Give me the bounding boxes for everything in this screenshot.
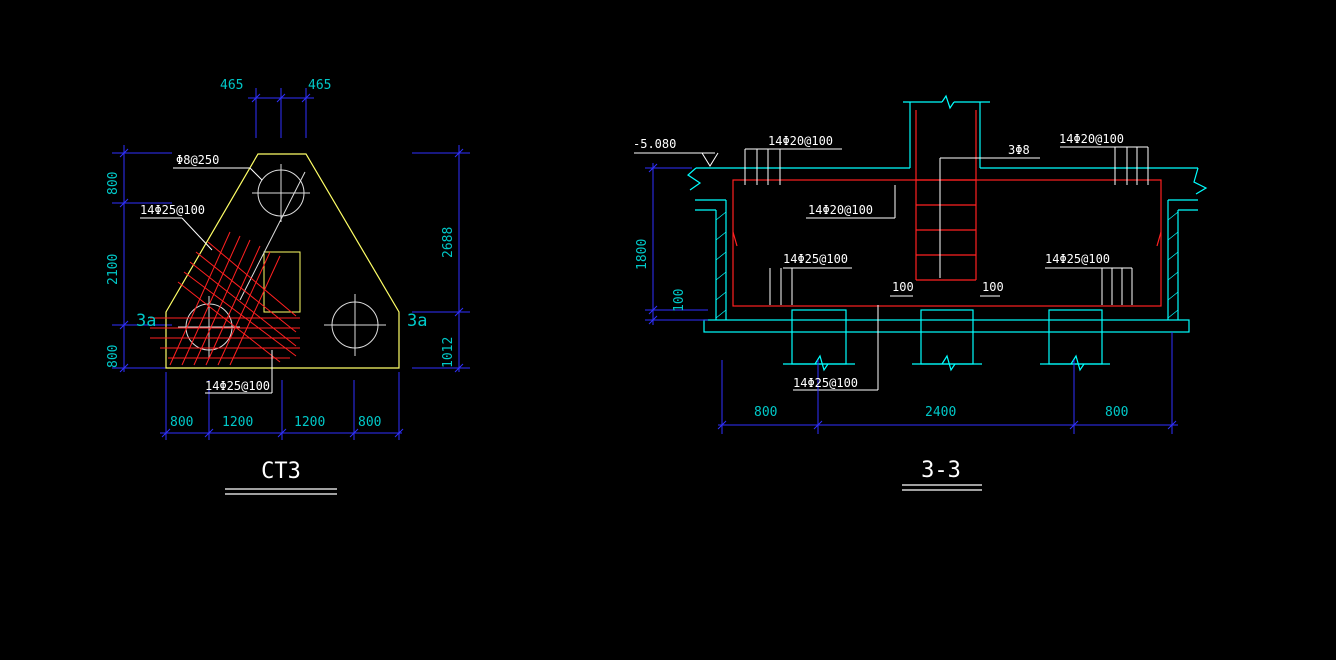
section-wall-hatch [715, 211, 1179, 319]
ct3-label-stirrup: Φ8@250 [176, 153, 219, 167]
section-left-dim-1: 1800 [635, 239, 650, 270]
section-label-bottom-left: 14Φ25@100 [783, 252, 848, 266]
section-leaders [744, 146, 1149, 391]
section-title: 3-3 [921, 458, 961, 483]
section-label-bottom-right: 14Φ25@100 [1045, 252, 1110, 266]
section-rebar [732, 110, 1162, 307]
ct3-left-dim-2: 2100 [106, 254, 121, 285]
section-bottom-dim-1: 800 [754, 405, 777, 420]
section-bottom-dim-2: 2400 [925, 405, 956, 420]
ct3-right-dim-1: 2688 [441, 227, 456, 258]
section-elevation-label: -5.080 [633, 137, 676, 151]
section-3-3-view: -5.080 14Φ20@100 14Φ20@100 3Φ8 14Φ20@100… [633, 94, 1208, 491]
ct3-bottom-dim-1: 800 [170, 415, 193, 430]
ct3-plan-view: 465 465 800 2100 800 2688 1012 800 1200 … [106, 78, 470, 495]
ct3-top-dim-1: 465 [220, 78, 243, 93]
ct3-left-dim-1: 800 [106, 172, 121, 195]
section-label-column: 3Φ8 [1008, 143, 1030, 157]
ct3-pile-cap-outline [165, 153, 400, 369]
ct3-leaders [140, 167, 273, 394]
ct3-left-dim-3: 800 [106, 345, 121, 368]
ct3-title: CT3 [261, 459, 301, 484]
section-label-top-left: 14Φ20@100 [768, 134, 833, 148]
ct3-rebar-hatch [150, 231, 300, 366]
section-label-top-right: 14Φ20@100 [1059, 132, 1124, 146]
ct3-piles [178, 164, 386, 358]
section-label-100-right: 100 [982, 280, 1004, 294]
ct3-right-dim-2: 1012 [441, 337, 456, 368]
section-label-bottom-center: 14Φ25@100 [793, 376, 858, 390]
ct3-dimension-lines [112, 88, 470, 440]
ct3-bottom-dim-2: 1200 [222, 415, 253, 430]
section-structure [687, 94, 1208, 372]
ct3-section-mark-left: 3a [136, 311, 156, 331]
elevation-marker [634, 152, 719, 167]
section-bottom-dim-3: 800 [1105, 405, 1128, 420]
ct3-section-mark-right: 3a [407, 311, 427, 331]
ct3-bottom-dim-4: 800 [358, 415, 381, 430]
ct3-label-rebar-top: 14Φ25@100 [140, 203, 205, 217]
ct3-bottom-dim-3: 1200 [294, 415, 325, 430]
section-left-dim-2: 100 [672, 289, 687, 312]
ct3-column [263, 251, 301, 313]
ct3-top-dim-2: 465 [308, 78, 331, 93]
section-dimension-lines [645, 163, 1178, 434]
section-label-mid-top: 14Φ20@100 [808, 203, 873, 217]
section-label-100-left: 100 [892, 280, 914, 294]
ct3-label-rebar-bottom: 14Φ25@100 [205, 379, 270, 393]
